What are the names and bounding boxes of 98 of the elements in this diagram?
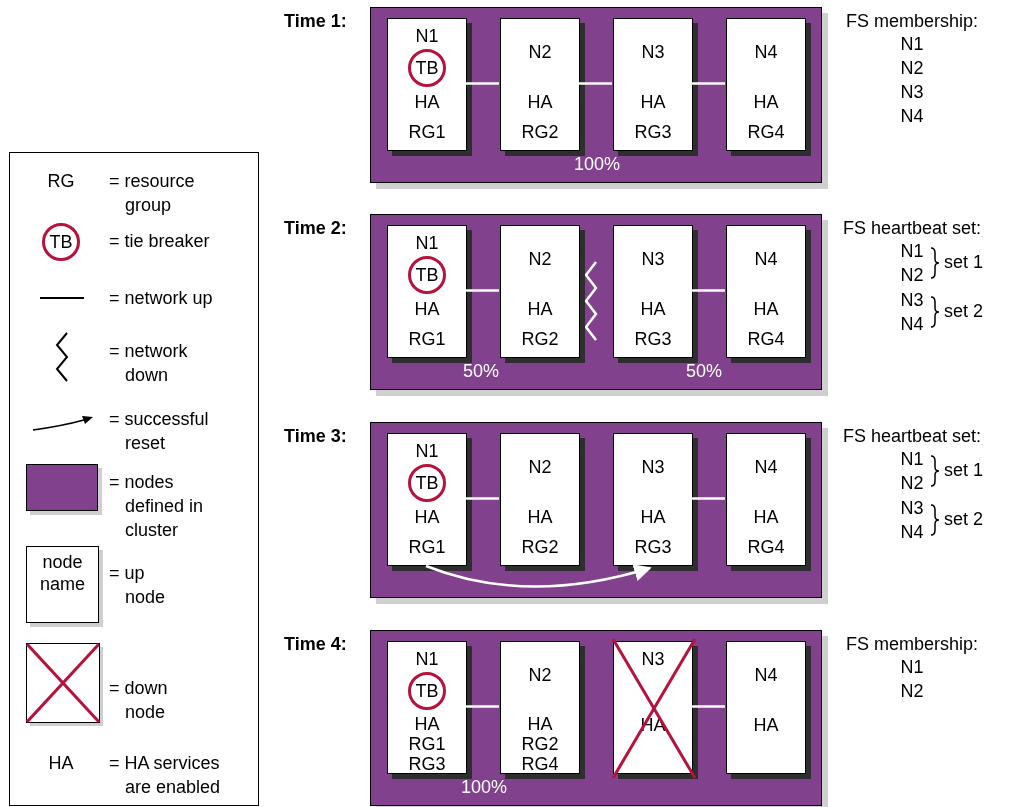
node-label: RG3 [634,328,672,350]
member-node-name: N4 [899,313,925,336]
node-name: N2 [528,664,552,686]
reset-arrow [425,563,652,588]
legend-text: = up node [109,562,167,609]
node-label: RG1 [408,536,446,558]
node-name: N1 [415,232,439,254]
node-name: N1 [415,25,439,47]
network-link [466,82,499,85]
node-label: HA [527,714,553,734]
side-heading: FS heartbeat set: [841,425,983,447]
member-node-name: N3 [899,497,925,520]
node-label: RG1 [408,121,446,143]
node-label: HA [414,506,440,528]
legend-text: = network down [109,340,189,387]
legend-text: = nodes defined in cluster [109,471,205,542]
node-label: HA [527,506,553,528]
node-name: N3 [641,41,665,63]
member-node-name: N1 [899,448,925,471]
member-node-name: N3 [899,81,925,104]
time-heading: Time 3: [284,425,347,447]
node-label: RG4 [747,536,785,558]
member-node-name: N3 [899,289,925,312]
side-heading: FS membership: [844,633,979,655]
node-label: HA [640,506,666,528]
node-name: N1 [415,648,439,670]
node-name: N4 [754,41,778,63]
node-label: HA [527,298,553,320]
legend-text: = down node [109,677,169,724]
node-label: RG2 [521,536,559,558]
network-link [466,705,499,708]
member-node-name: N2 [899,472,925,495]
set-label: set 2 [944,508,984,530]
node-name: N1 [415,440,439,462]
node-name: N3 [641,648,665,670]
node-name: N2 [528,41,552,63]
node-label: HA [753,298,779,320]
side-heading: FS heartbeat set: [841,217,983,239]
node-name: N4 [754,664,778,686]
node-label: RG2 [521,734,559,754]
network-link [579,82,612,85]
node-label: HA [414,298,440,320]
node-label: HA [414,714,440,734]
network-link [692,82,725,85]
percentage-text: 100% [459,777,508,797]
percentage-text: 100% [572,154,621,174]
node-label: RG3 [634,121,672,143]
legend-text: = network up [109,287,214,310]
set-label: set 1 [944,251,984,273]
percentage-text: 50% [685,361,723,381]
node-label: RG4 [747,328,785,350]
legend-text: = successful reset [109,408,210,455]
node-label: HA [753,714,779,736]
network-link [466,289,499,292]
network-link [692,497,725,500]
node-label: HA [753,91,779,113]
legend-text: = HA services are enabled [109,752,222,799]
network-link [466,497,499,500]
node-label: RG3 [408,754,446,774]
network-link [692,705,725,708]
member-node-name: N2 [899,680,925,703]
member-node-name: N1 [899,656,925,679]
set-label: set 2 [944,300,984,322]
node-label: RG1 [408,328,446,350]
legend-text: = resource group [109,170,196,217]
time-heading: Time 4: [284,633,347,655]
time-heading: Time 1: [284,10,347,32]
node-label: RG4 [521,754,559,774]
node-label: HA [640,91,666,113]
node-label: RG1 [408,734,446,754]
node-label: RG3 [634,536,672,558]
member-node-name: N4 [899,105,925,128]
node-label: RG4 [747,121,785,143]
node-name: N3 [641,456,665,478]
node-name: N4 [754,248,778,270]
node-label: HA [640,298,666,320]
set-label: set 1 [944,459,984,481]
node-label: HA [753,506,779,528]
node-name: N2 [528,248,552,270]
node-label: HA [414,91,440,113]
member-node-name: N2 [899,57,925,80]
node-name: N3 [641,248,665,270]
node-name: N4 [754,456,778,478]
member-node-name: N1 [899,240,925,263]
member-node-name: N4 [899,521,925,544]
member-node-name: N2 [899,264,925,287]
legend-symbol: HA [47,752,75,775]
node-label: RG2 [521,328,559,350]
node-label: HA [527,91,553,113]
node-label: RG2 [521,121,559,143]
legend-symbol: RG [46,170,76,193]
member-node-name: N1 [899,33,925,56]
legend-text: = tie breaker [109,230,211,253]
side-heading: FS membership: [844,10,979,32]
time-heading: Time 2: [284,217,347,239]
network-link [692,289,725,292]
node-name: N2 [528,456,552,478]
percentage-text: 50% [462,361,500,381]
